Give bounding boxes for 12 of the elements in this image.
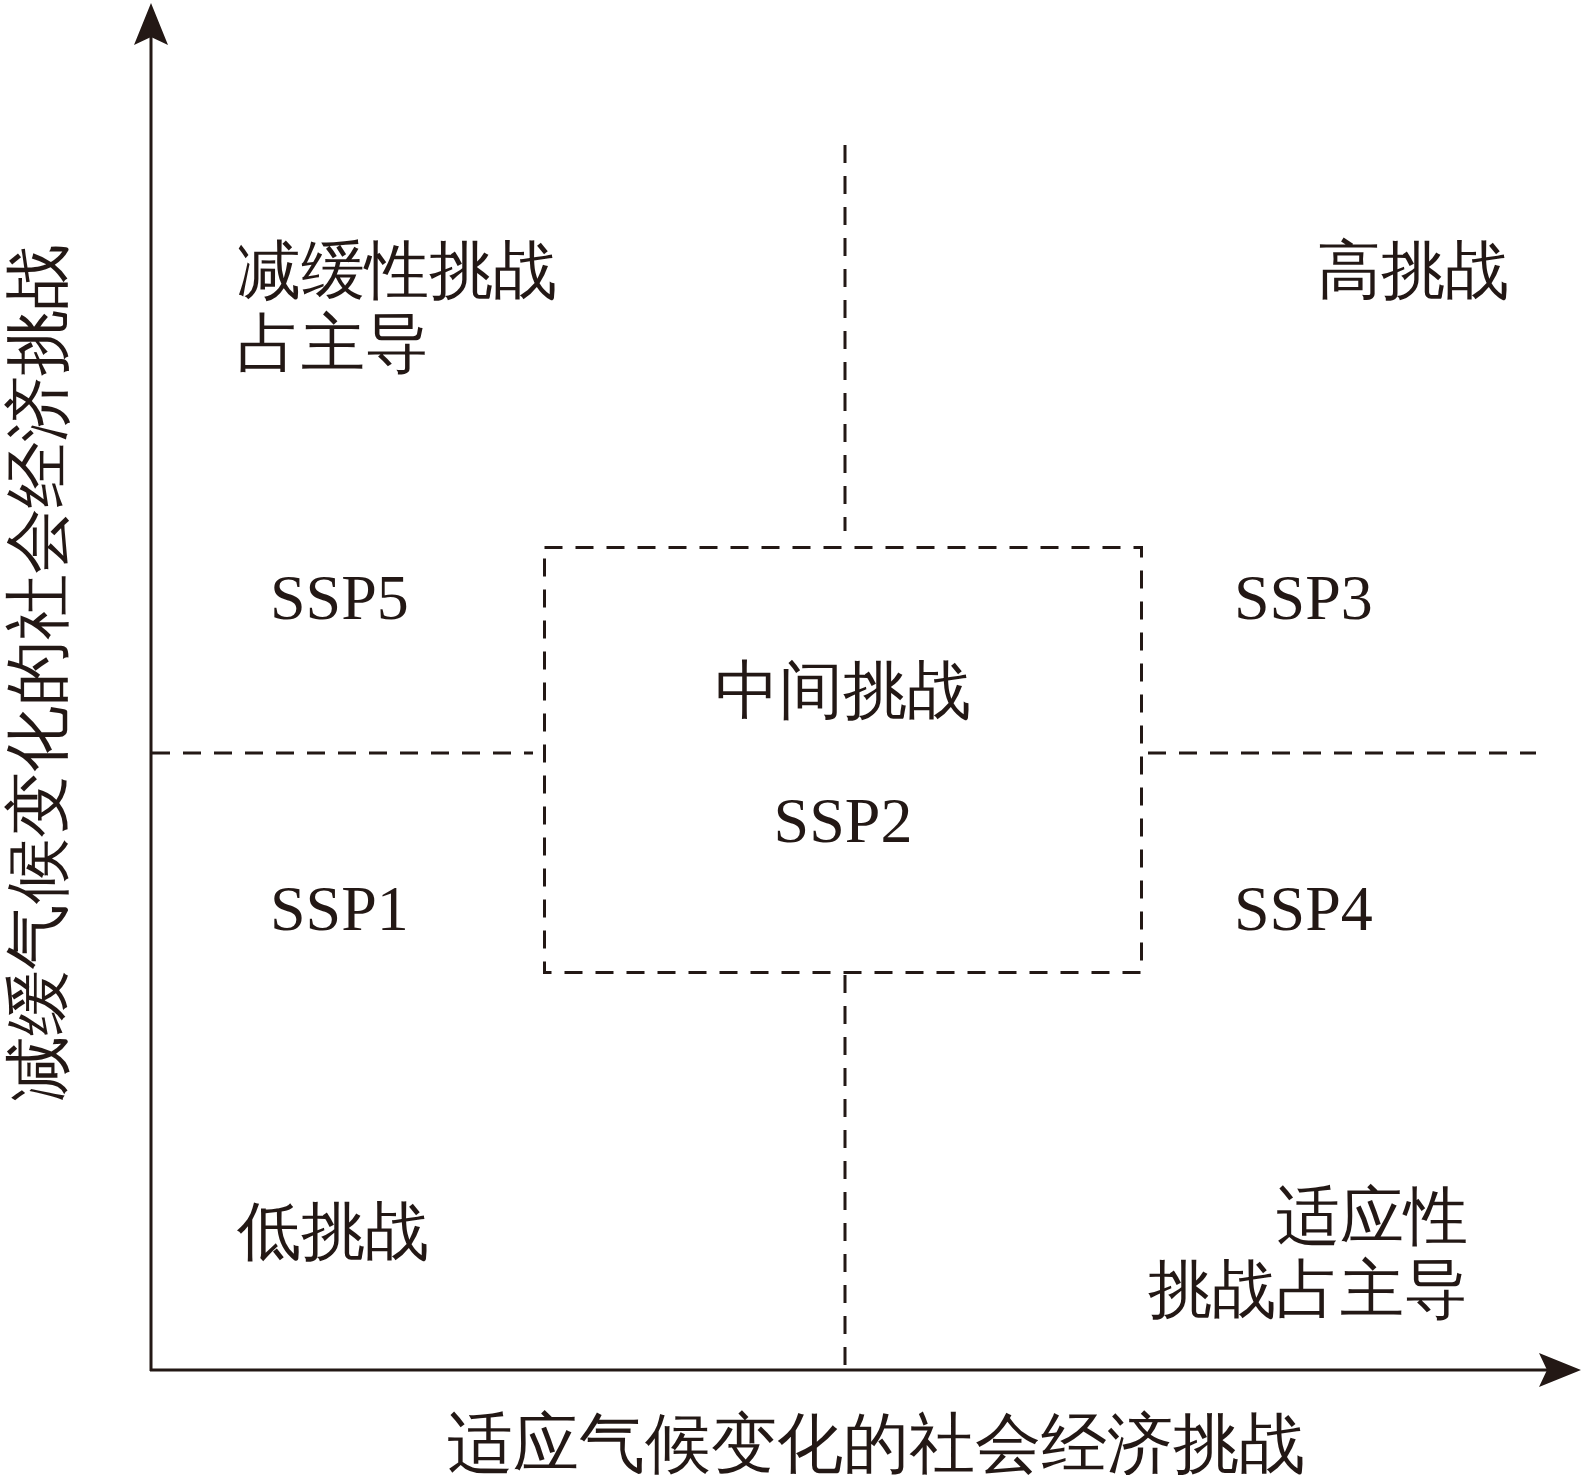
quadrant-title: 减缓性挑战占主导 [237, 234, 557, 380]
scenario-label: SSP3 [1234, 561, 1373, 634]
scenario-label: SSP5 [270, 561, 409, 634]
quadrant-title: 适应性挑战占主导 [1148, 1180, 1468, 1326]
axis-title: 减缓气候变化的社会经济挑战 [0, 244, 75, 1102]
region-title: 中间挑战 [715, 654, 971, 727]
quadrant-title: 高挑战 [1317, 234, 1509, 307]
quadrant-title: 低挑战 [237, 1195, 429, 1268]
scenario-label: SSP1 [270, 872, 409, 945]
scenario-label: SSP2 [773, 784, 913, 857]
scenario-label: SSP4 [1234, 872, 1373, 945]
dashed-box [543, 546, 1143, 974]
